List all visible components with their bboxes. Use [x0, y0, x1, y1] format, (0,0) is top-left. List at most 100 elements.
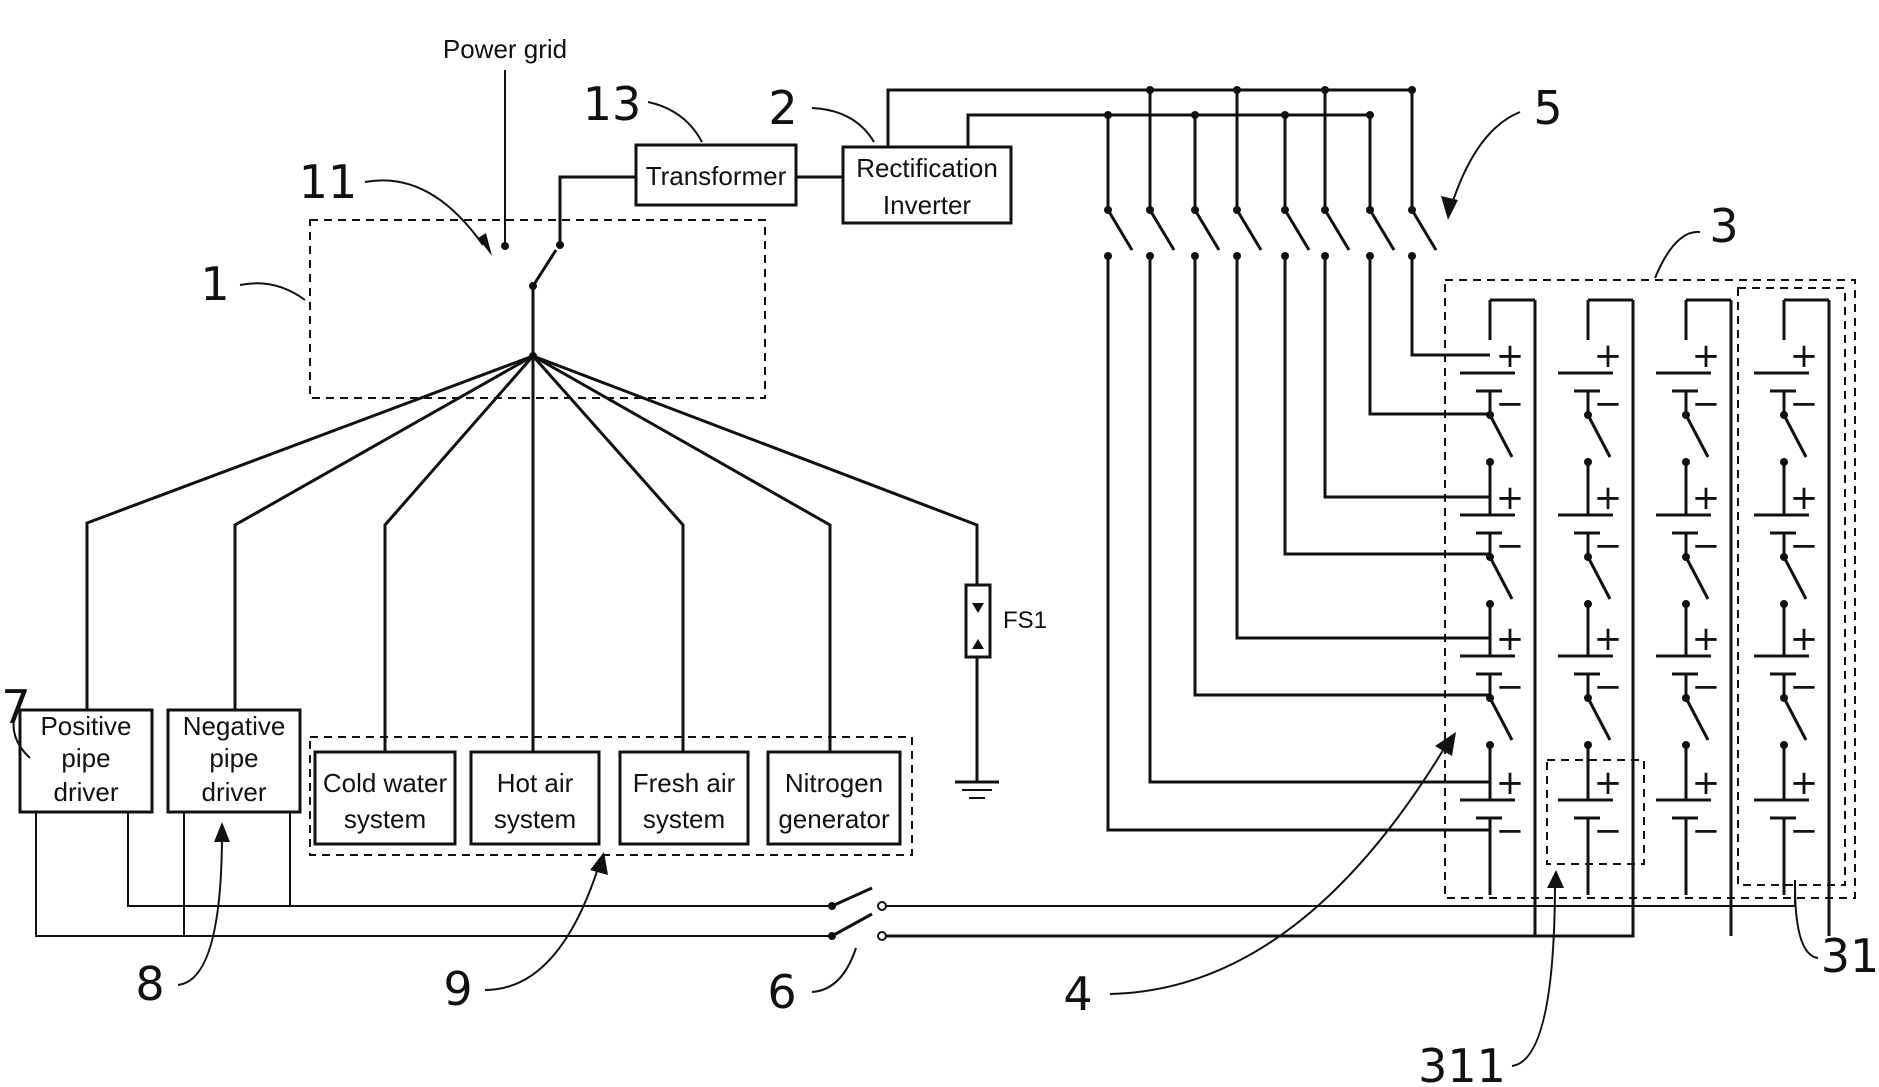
switch-5-to-cell-tap	[1237, 256, 1490, 638]
leader-5-arrowhead	[1441, 196, 1458, 220]
ref-3: 3	[1709, 199, 1738, 253]
cell-plus-sign: +	[1496, 478, 1525, 518]
cell-minus-sign: −	[1790, 526, 1819, 566]
wire-to-fuse	[533, 356, 977, 585]
negative-line2: pipe	[209, 743, 258, 773]
cell-minus-sign: −	[1594, 526, 1623, 566]
leader-11-arrowhead	[478, 233, 492, 256]
region-1-dashed-box	[310, 220, 765, 398]
cell-plus-sign: +	[1790, 619, 1819, 659]
switch-6b-blade	[832, 914, 872, 936]
positive-line2: pipe	[61, 743, 110, 773]
leader-5	[1450, 112, 1520, 210]
switch-5-upper-node	[1408, 86, 1416, 94]
leader-2	[812, 108, 874, 142]
ref-311: 311	[1418, 1039, 1506, 1087]
ref-6: 6	[767, 965, 796, 1019]
cell-plus-sign: +	[1790, 763, 1819, 803]
cell-plus-sign: +	[1692, 478, 1721, 518]
switch-5-upper-node	[1366, 111, 1374, 119]
leader-8-arrowhead	[214, 822, 230, 842]
ref-13: 13	[583, 77, 642, 131]
ref-8: 8	[135, 957, 164, 1011]
switch-5-upper-node	[1104, 111, 1112, 119]
switch-5-upper-node	[1191, 111, 1199, 119]
cold-line2: system	[344, 804, 426, 834]
switch-5-upper-node	[1281, 111, 1289, 119]
cell-minus-sign: −	[1692, 811, 1721, 851]
cell-plus-sign: +	[1594, 619, 1623, 659]
leader-11	[365, 180, 483, 245]
switch-5-to-cell-tap	[1150, 256, 1490, 782]
cell-plus-sign: +	[1594, 478, 1623, 518]
nitrogen-line2: generator	[778, 804, 890, 834]
cell-minus-sign: −	[1790, 811, 1819, 851]
power-grid-label: Power grid	[443, 34, 567, 64]
cell-plus-sign: +	[1496, 336, 1525, 376]
fresh-line2: system	[643, 804, 725, 834]
switch-5-blade	[1195, 210, 1219, 250]
switch-5-to-cell-tap	[1108, 256, 1490, 830]
grid-contact	[501, 242, 509, 250]
fresh-line1: Fresh air	[633, 768, 736, 798]
bus-lower-to-pack	[886, 880, 1633, 936]
switch-5-to-cell-tap	[1285, 256, 1490, 554]
hot-line2: system	[494, 804, 576, 834]
ref-31: 31	[1821, 929, 1879, 983]
switch-5-to-cell-tap	[1325, 256, 1490, 497]
cold-line1: Cold water	[323, 768, 448, 798]
switch-5-upper-node	[1146, 86, 1154, 94]
switch-6a-contact	[878, 902, 886, 910]
leader-31	[1795, 885, 1818, 958]
cell-minus-sign: −	[1594, 384, 1623, 424]
cell-minus-sign: −	[1790, 667, 1819, 707]
ref-2: 2	[768, 81, 797, 135]
switch-5-blade	[1370, 210, 1394, 250]
leader-1	[240, 283, 305, 300]
negative-line3: driver	[201, 777, 266, 807]
switch-5-blade	[1108, 210, 1132, 250]
cell-plus-sign: +	[1496, 619, 1525, 659]
leader-13	[648, 102, 702, 142]
cell-plus-sign: +	[1790, 478, 1819, 518]
cell-plus-sign: +	[1496, 763, 1525, 803]
cell-minus-sign: −	[1790, 384, 1819, 424]
switch-11-blade	[533, 250, 556, 286]
battery-cell-array: +−+−+−+−+−+−+−+−+−+−+−+−+−+−+−+−	[1460, 300, 1829, 936]
switch-6b-contact	[878, 932, 886, 940]
cell-plus-sign: +	[1692, 336, 1721, 376]
cell-minus-sign: −	[1594, 811, 1623, 851]
positive-line3: driver	[53, 777, 118, 807]
inverter-bus-second	[968, 115, 1370, 147]
switch-5-blade	[1237, 210, 1261, 250]
switch-5-blade	[1325, 210, 1349, 250]
switch-5-upper-node	[1233, 86, 1241, 94]
positive-line1: Positive	[40, 711, 131, 741]
switch-5-to-cell-tap	[1412, 256, 1490, 355]
wire-to-cold-water	[385, 356, 533, 752]
cell-plus-sign: +	[1790, 336, 1819, 376]
leader-9	[485, 862, 600, 990]
transformer-label: Transformer	[646, 161, 787, 191]
hot-line1: Hot air	[497, 768, 574, 798]
wire-to-positive-driver	[87, 356, 533, 710]
inverter-label: Inverter	[883, 190, 971, 220]
ref-1: 1	[200, 257, 229, 311]
cell-minus-sign: −	[1496, 811, 1525, 851]
wire-to-fresh-air	[533, 356, 683, 752]
switch-5-upper-node	[1321, 86, 1329, 94]
nitrogen-line1: Nitrogen	[785, 768, 883, 798]
switch-11-to-transformer-wire	[560, 177, 636, 245]
rectification-label: Rectification	[856, 153, 998, 183]
leader-6	[812, 948, 856, 992]
ref-9: 9	[443, 962, 472, 1016]
fuse-label: FS1	[1003, 607, 1047, 634]
switch-6a-blade	[832, 888, 872, 906]
leader-3	[1655, 232, 1700, 278]
cell-minus-sign: −	[1496, 526, 1525, 566]
negative-line1: Negative	[183, 711, 286, 741]
leader-4	[1110, 742, 1448, 994]
cell-plus-sign: +	[1594, 763, 1623, 803]
cell-minus-sign: −	[1496, 384, 1525, 424]
leader-311-arrowhead	[1547, 870, 1564, 888]
